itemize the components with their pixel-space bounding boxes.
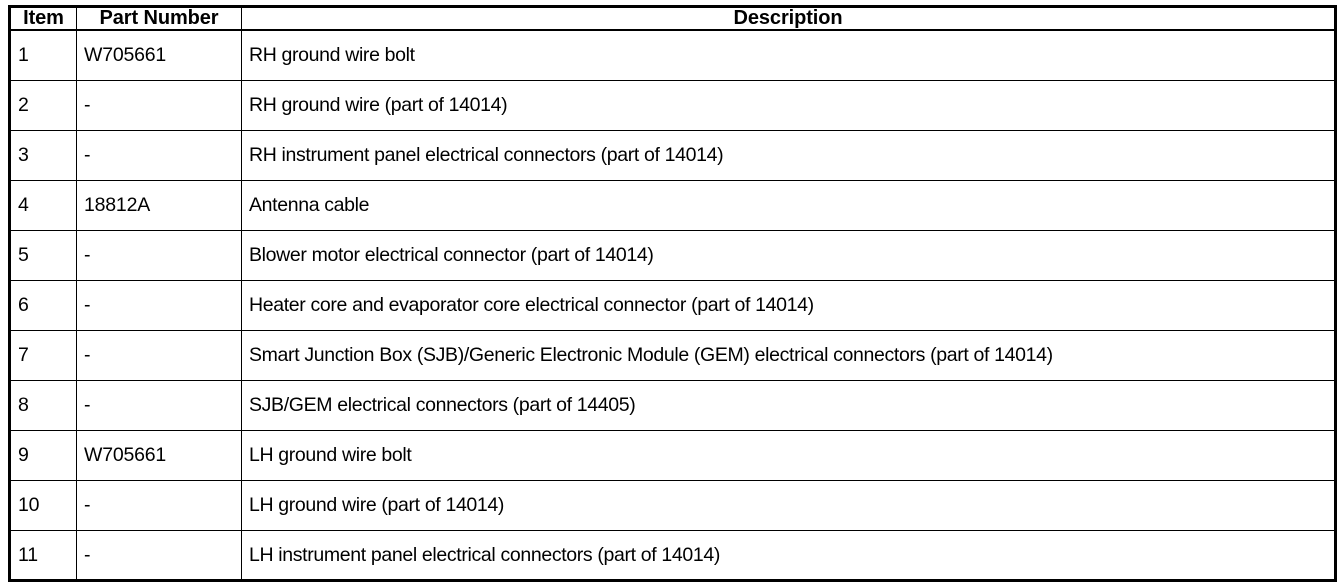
cell-part-number: 18812A [76,179,242,231]
table-row: 3 - RH instrument panel electrical conne… [9,129,1336,181]
cell-description: Smart Junction Box (SJB)/Generic Electro… [241,329,1336,381]
cell-description: LH ground wire bolt [241,429,1336,481]
cell-part-number: - [76,329,242,381]
column-header-part-number: Part Number [76,6,242,31]
cell-item: 7 [9,329,77,381]
table-body: 1 W705661 RH ground wire bolt 2 - RH gro… [9,29,1336,582]
cell-item: 1 [9,29,77,81]
table-row: 6 - Heater core and evaporator core elec… [9,279,1336,331]
table-row: 10 - LH ground wire (part of 14014) [9,479,1336,531]
parts-table-container: Item Part Number Description 1 W705661 R… [8,5,1337,582]
cell-description: RH instrument panel electrical connector… [241,129,1336,181]
column-header-item: Item [9,6,77,31]
cell-item: 4 [9,179,77,231]
cell-description: SJB/GEM electrical connectors (part of 1… [241,379,1336,431]
cell-item: 11 [9,529,77,582]
cell-item: 10 [9,479,77,531]
table-row: 2 - RH ground wire (part of 14014) [9,79,1336,131]
cell-part-number: W705661 [76,429,242,481]
cell-description: Heater core and evaporator core electric… [241,279,1336,331]
column-header-description: Description [241,6,1336,31]
cell-part-number: W705661 [76,29,242,81]
parts-table: Item Part Number Description 1 W705661 R… [8,5,1337,582]
table-row: 11 - LH instrument panel electrical conn… [9,529,1336,582]
cell-description: LH ground wire (part of 14014) [241,479,1336,531]
table-row: 5 - Blower motor electrical connector (p… [9,229,1336,281]
cell-item: 2 [9,79,77,131]
table-row: 1 W705661 RH ground wire bolt [9,29,1336,81]
cell-part-number: - [76,379,242,431]
cell-item: 9 [9,429,77,481]
table-header: Item Part Number Description [9,6,1336,31]
cell-part-number: - [76,129,242,181]
cell-description: RH ground wire bolt [241,29,1336,81]
cell-part-number: - [76,229,242,281]
cell-item: 5 [9,229,77,281]
cell-description: Antenna cable [241,179,1336,231]
cell-description: RH ground wire (part of 14014) [241,79,1336,131]
table-row: 9 W705661 LH ground wire bolt [9,429,1336,481]
cell-part-number: - [76,529,242,582]
table-row: 8 - SJB/GEM electrical connectors (part … [9,379,1336,431]
header-row: Item Part Number Description [9,6,1336,31]
cell-item: 3 [9,129,77,181]
table-row: 4 18812A Antenna cable [9,179,1336,231]
cell-part-number: - [76,79,242,131]
table-row: 7 - Smart Junction Box (SJB)/Generic Ele… [9,329,1336,381]
cell-part-number: - [76,279,242,331]
cell-part-number: - [76,479,242,531]
cell-description: Blower motor electrical connector (part … [241,229,1336,281]
cell-item: 6 [9,279,77,331]
cell-item: 8 [9,379,77,431]
cell-description: LH instrument panel electrical connector… [241,529,1336,582]
